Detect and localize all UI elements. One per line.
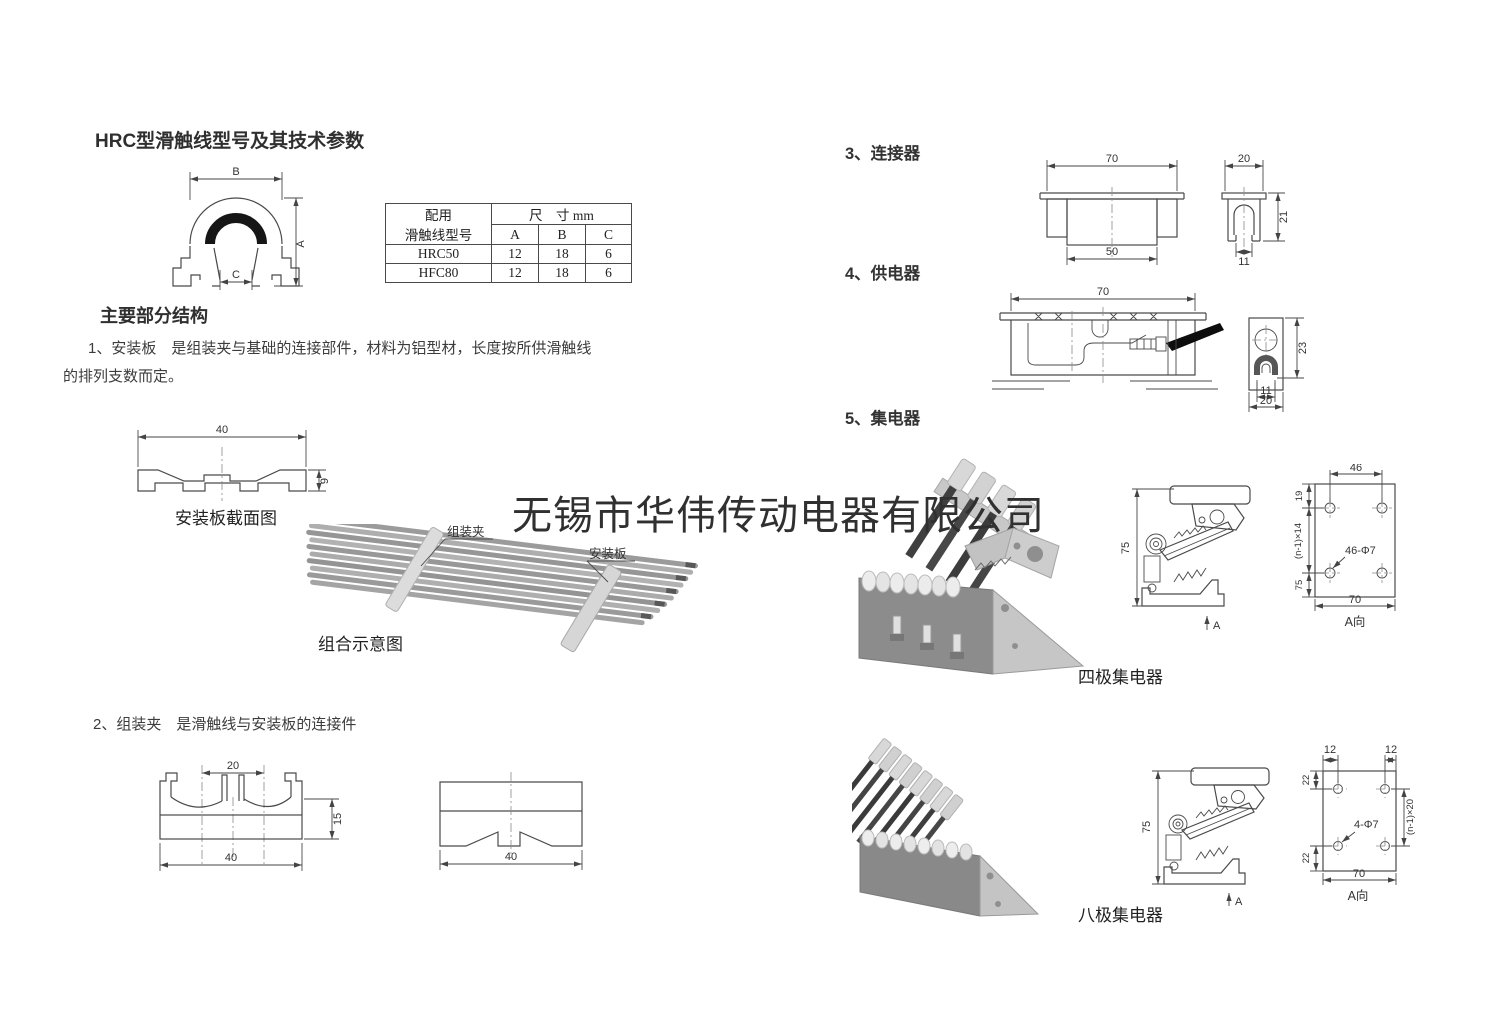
corrugated-insulator <box>861 570 961 598</box>
four-pole-collector-photo <box>858 458 1085 675</box>
dim-label: 20 <box>227 760 239 772</box>
paragraph-line1: 1、安装板 是组装夹与基础的连接部件，材料为铝型材，长度按所供滑触线 <box>88 340 592 357</box>
section-heading-connector: 3、连接器 <box>845 145 921 163</box>
view-label: A向 <box>1345 614 1366 629</box>
table-row: HFC80 12 18 6 <box>385 263 632 283</box>
view-label: A向 <box>1348 888 1369 903</box>
mounting-holes <box>1320 498 1392 583</box>
dim-label: 70 <box>1349 594 1361 606</box>
dim-label: 50 <box>1106 246 1118 258</box>
connector-drawing: 70 50 20 21 11 <box>1039 153 1290 268</box>
terminal-studs <box>890 615 964 659</box>
dim-label: 40 <box>225 852 237 864</box>
four-pole-collector-drawing: 75 A 46 19 (n-1)×14 75 46-Φ7 70 <box>1120 464 1396 632</box>
dim-label: 22 <box>1301 853 1312 864</box>
eight-pole-collector-drawing: 75 A 12 12 22 22 (n-1)×20 4-Φ7 <box>1141 744 1416 908</box>
model-header-line1: 配用 <box>425 208 452 223</box>
view-arrow-label: A <box>1213 620 1221 632</box>
trolley-rail-bundle <box>305 524 698 653</box>
dim-label: 70 <box>1106 153 1118 165</box>
eight-pole-caption: 八极集电器 <box>1078 906 1163 925</box>
assembly-photo: 组装夹 安装板 <box>305 524 698 653</box>
callout-plate-label: 安装板 <box>589 546 627 561</box>
plate-section-caption: 安装板截面图 <box>175 509 277 528</box>
dim-label: 20 <box>1260 395 1272 407</box>
section-heading-structure: 主要部分结构 <box>100 306 208 326</box>
mounting-plate-section-drawing: 40 9 <box>137 424 331 501</box>
dim-label: 70 <box>1353 868 1365 880</box>
dim-label: (n-1)×14 <box>1293 523 1304 559</box>
cell-model-header: 配用 滑触线型号 <box>385 203 492 245</box>
cell: A <box>491 224 539 245</box>
table-row: HRC50 12 18 6 <box>385 244 632 264</box>
feeder-cable <box>1166 323 1224 351</box>
dim-label: (n-1)×20 <box>1405 799 1416 835</box>
dim-label: 11 <box>1260 385 1271 397</box>
mounting-holes <box>1329 780 1394 855</box>
paragraph-line2: 的排列支数而定。 <box>63 368 184 385</box>
cell: C <box>585 224 632 245</box>
clamp-profile-drawing: 20 15 40 <box>159 760 344 871</box>
feeder-drawing: 70 23 11 20 <box>992 286 1309 412</box>
dim-label: 15 <box>332 813 344 825</box>
dim-label: 75 <box>1294 580 1305 591</box>
dim-label: 70 <box>1097 286 1109 298</box>
dim-label: A <box>295 240 307 248</box>
dim-label: 20 <box>1238 153 1250 165</box>
clamp-mate-drawing: 40 <box>439 772 583 870</box>
dim-label: 12 <box>1385 744 1397 756</box>
section-heading-collector: 5、集电器 <box>845 410 921 428</box>
dim-label: 75 <box>1141 821 1153 833</box>
section-heading-feeder: 4、供电器 <box>845 265 921 283</box>
corrugated-insulator <box>861 829 973 861</box>
dim-label: 11 <box>1238 256 1249 268</box>
dim-label: 40 <box>505 851 517 863</box>
cell: 6 <box>585 263 632 283</box>
dim-label: 75 <box>1120 542 1132 554</box>
holes-spec-label: 4-Φ7 <box>1354 819 1379 831</box>
dim-label: 23 <box>1297 342 1309 354</box>
cell: B <box>538 224 586 245</box>
dim-label: 19 <box>1294 491 1305 502</box>
dim-label: 22 <box>1301 775 1312 786</box>
cell-dims-header: 尺 寸 mm <box>491 203 632 225</box>
eight-pole-collector-photo <box>852 738 1040 917</box>
four-pole-caption: 四极集电器 <box>1078 668 1163 687</box>
dim-label: 12 <box>1324 744 1336 756</box>
cell: 6 <box>585 244 632 264</box>
cell: 18 <box>538 263 586 283</box>
cell: 18 <box>538 244 586 264</box>
trolley-wire-profile-drawing: B A C <box>172 166 307 290</box>
dim-label: B <box>232 166 239 178</box>
paragraph-item2: 2、组装夹 是滑触线与安装板的连接件 <box>93 716 357 733</box>
dim-label: 9 <box>319 478 331 484</box>
dim-label: C <box>232 269 240 281</box>
assembly-caption: 组合示意图 <box>318 635 403 654</box>
cell: 12 <box>491 244 539 264</box>
cell: HFC80 <box>385 263 492 283</box>
table-header-row: 配用 滑触线型号 尺 寸 mm <box>385 203 632 245</box>
cell: HRC50 <box>385 244 492 264</box>
company-watermark: 无锡市华伟传动电器有限公司 <box>512 493 1045 538</box>
spec-table: 配用 滑触线型号 尺 寸 mm A B C HRC50 12 18 6 HFC8… <box>385 203 632 283</box>
brush-arm-assembly <box>852 738 964 876</box>
cell: 12 <box>491 263 539 283</box>
dim-label: 46 <box>1350 464 1362 474</box>
callout-clamp-label: 组装夹 <box>447 525 485 539</box>
page-title: HRC型滑触线型号及其技术参数 <box>95 131 365 152</box>
view-arrow-label: A <box>1235 896 1243 908</box>
dim-label: 40 <box>216 424 228 436</box>
model-header-line2: 滑触线型号 <box>404 228 473 243</box>
holes-spec-label: 46-Φ7 <box>1345 545 1376 557</box>
dim-label: 21 <box>1278 211 1290 223</box>
